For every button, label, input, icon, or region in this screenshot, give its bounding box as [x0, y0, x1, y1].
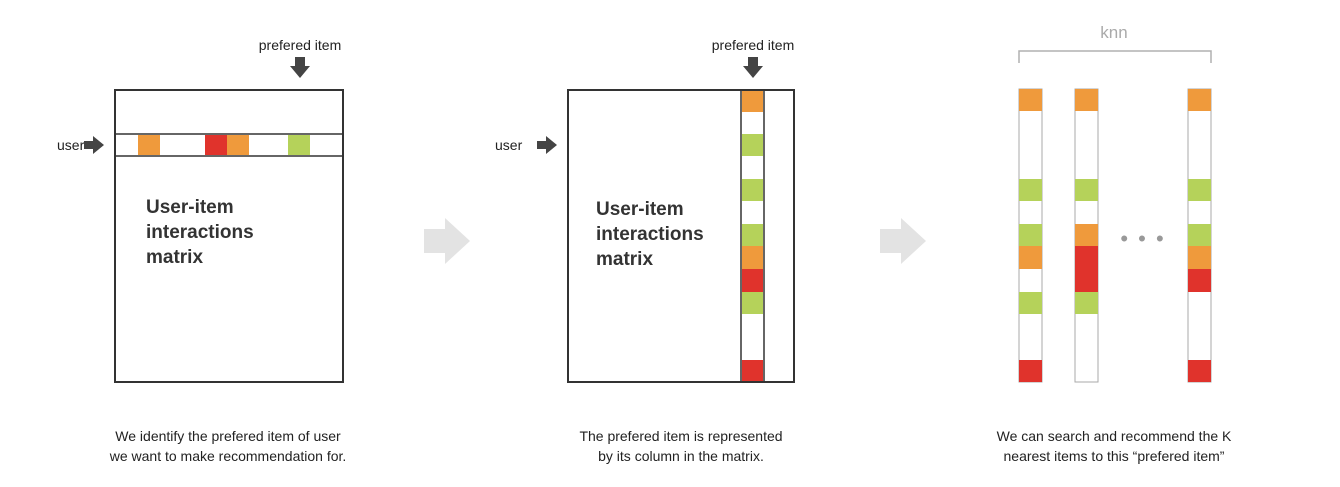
- rating-cell: [1019, 246, 1042, 269]
- user-row: [114, 133, 344, 157]
- flow-arrow-icon: [880, 218, 926, 264]
- right-arrow-icon: [537, 136, 557, 154]
- preferred-item-label: prefered item: [259, 37, 341, 53]
- rating-cell: [1188, 224, 1211, 246]
- panel-3: knn • • • We can search and recommend th…: [997, 23, 1232, 464]
- rating-cell: [1019, 292, 1042, 314]
- down-arrow-icon: [743, 57, 763, 78]
- rating-cell: [742, 360, 763, 381]
- caption-line-2: by its column in the matrix.: [598, 448, 764, 464]
- caption-line-2: we want to make recommendation for.: [109, 448, 347, 464]
- knn-bracket: [1018, 50, 1212, 63]
- down-arrow-icon: [290, 57, 310, 78]
- rating-cell: [1075, 224, 1098, 246]
- rating-cell: [742, 179, 763, 201]
- caption-line-1: The prefered item is represented: [579, 428, 782, 444]
- panel-1: prefered item user User-item interaction…: [57, 37, 346, 464]
- rating-cell: [1188, 269, 1211, 292]
- rating-cell: [1019, 89, 1042, 111]
- knn-label: knn: [1100, 23, 1127, 42]
- matrix-title-line-3: matrix: [596, 249, 653, 270]
- panel-2: prefered item user User-item interaction…: [495, 37, 795, 464]
- rating-cell: [1075, 246, 1098, 292]
- user-label: user: [495, 137, 523, 153]
- user-label: user: [57, 137, 85, 153]
- rating-cell: [742, 224, 763, 246]
- rating-cell: [1019, 224, 1042, 246]
- rating-cell: [227, 135, 249, 155]
- matrix-title-line-2: interactions: [146, 222, 254, 243]
- rating-cell: [742, 292, 763, 314]
- rating-cell: [138, 135, 160, 155]
- caption-line-1: We identify the prefered item of user: [115, 428, 341, 444]
- caption-line-1: We can search and recommend the K: [997, 428, 1232, 444]
- rating-cell: [1075, 179, 1098, 201]
- rating-cell: [742, 269, 763, 292]
- matrix-title-line-2: interactions: [596, 224, 704, 245]
- matrix-title-line-3: matrix: [146, 247, 203, 268]
- preferred-item-label: prefered item: [712, 37, 794, 53]
- caption-line-2: nearest items to this “prefered item”: [1004, 448, 1225, 464]
- rating-cell: [205, 135, 227, 155]
- ellipsis: • • •: [1120, 226, 1165, 251]
- item-column: [740, 89, 765, 383]
- rating-cell: [1075, 292, 1098, 314]
- rating-cell: [1188, 179, 1211, 201]
- rating-cell: [1019, 360, 1042, 382]
- rating-cell: [1188, 246, 1211, 269]
- rating-cell: [1188, 89, 1211, 111]
- rating-cell: [742, 91, 763, 112]
- right-arrow-icon: [84, 136, 104, 154]
- rating-cell: [742, 134, 763, 156]
- rating-cell: [1188, 360, 1211, 382]
- flow-arrow-icon: [424, 218, 470, 264]
- matrix-title-line-1: User-item: [146, 197, 234, 218]
- rating-cell: [742, 246, 763, 269]
- matrix-title-line-1: User-item: [596, 199, 684, 220]
- rating-cell: [1075, 89, 1098, 111]
- rating-cell: [1019, 179, 1042, 201]
- rating-cell: [288, 135, 310, 155]
